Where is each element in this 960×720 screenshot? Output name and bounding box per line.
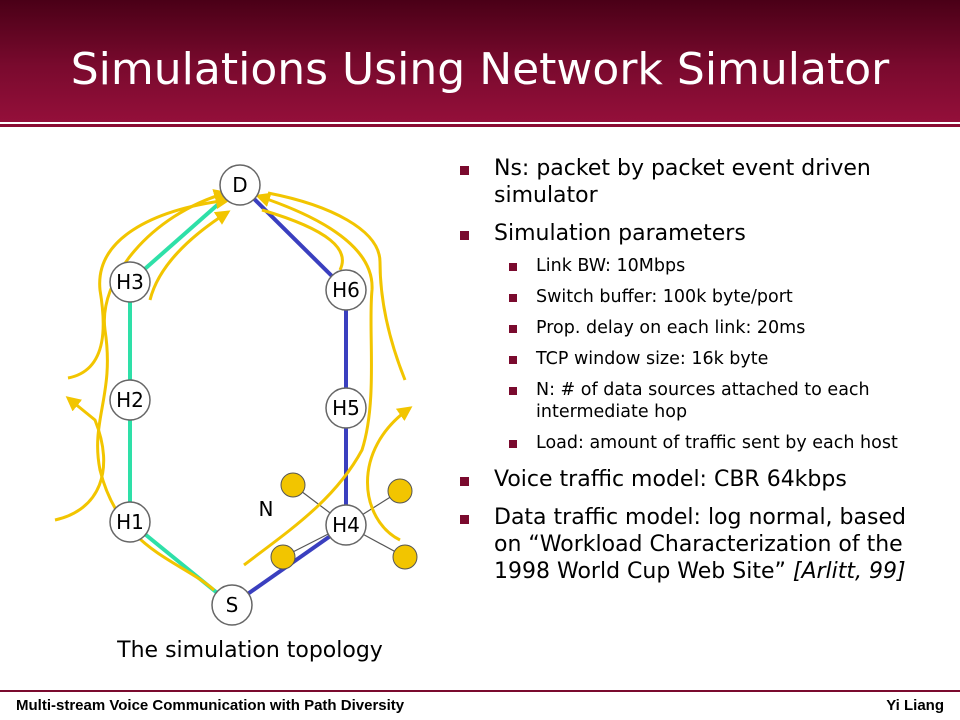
svg-text:H5: H5 [332,396,360,420]
traffic-arrows [54,189,413,592]
footer: Multi-stream Voice Communication with Pa… [0,694,960,720]
node-h4: H4 [325,504,367,546]
node-h3: H3 [109,261,151,303]
bullet-item: Data traffic model: log normal, based on… [458,504,928,585]
source-dot [387,478,413,504]
data-sources [270,472,418,570]
source-dot [392,544,418,570]
arrow-left-outer [96,189,229,592]
arrow-left-inner [148,210,231,301]
footer-author: Yi Liang [886,697,944,714]
bullet-list: Ns: packet by packet event driven simula… [458,155,928,596]
square-bullet-icon [509,356,517,364]
arrow-right-outer [243,192,374,567]
node-s: S [211,584,253,626]
footer-title: Multi-stream Voice Communication with Pa… [16,697,405,714]
svg-text:H4: H4 [332,513,360,537]
node-d: D [219,164,261,206]
node-h6: H6 [325,269,367,311]
bullet-item: Simulation parameters [458,220,928,247]
title-banner: Simulations Using Network Simulator [0,0,960,122]
svg-text:H1: H1 [116,510,144,534]
arrow-right-lower [366,406,413,542]
square-bullet-icon [460,515,469,524]
bullet-item: Ns: packet by packet event driven simula… [458,155,928,209]
link-h6-d [238,183,348,292]
sub-bullet-item: Load: amount of traffic sent by each hos… [500,432,928,454]
arrow-right-inner [261,208,344,271]
right-path-links [230,183,348,607]
diagram-caption: The simulation topology [117,638,383,663]
arrow-right-upper [267,191,407,381]
sources-count-label: N [259,497,274,521]
slide-title: Simulations Using Network Simulator [70,44,890,95]
source-dot [270,544,296,570]
arrow-left-upper [67,194,231,380]
svg-text:H2: H2 [116,388,144,412]
svg-text:H3: H3 [116,270,144,294]
sub-bullet-item: N: # of data sources attached to each in… [500,379,928,423]
citation: [Arlitt, 99] [792,559,906,584]
node-h5: H5 [325,387,367,429]
square-bullet-icon [460,166,469,175]
link-s-h1 [128,520,234,607]
node-h2: H2 [109,379,151,421]
source-dot [280,472,306,498]
footer-divider [0,690,960,692]
svg-text:D: D [232,173,247,197]
square-bullet-icon [460,477,469,486]
arrow-left-lower [54,396,106,522]
square-bullet-icon [509,440,517,448]
title-divider [0,124,960,127]
node-h1: H1 [109,501,151,543]
topology-diagram: D H3 H6 H2 H5 H1 H4 S N [54,164,418,626]
square-bullet-icon [509,294,517,302]
square-bullet-icon [509,263,517,271]
sub-bullet-item: Switch buffer: 100k byte/port [500,286,928,308]
svg-text:H6: H6 [332,278,360,302]
square-bullet-icon [509,325,517,333]
svg-text:S: S [226,593,239,617]
square-bullet-icon [509,387,517,395]
sub-bullet-item: Link BW: 10Mbps [500,255,928,277]
sub-bullet-item: Prop. delay on each link: 20ms [500,317,928,339]
square-bullet-icon [460,231,469,240]
bullet-item: Voice traffic model: CBR 64kbps [458,466,928,493]
sub-bullet-item: TCP window size: 16k byte [500,348,928,370]
